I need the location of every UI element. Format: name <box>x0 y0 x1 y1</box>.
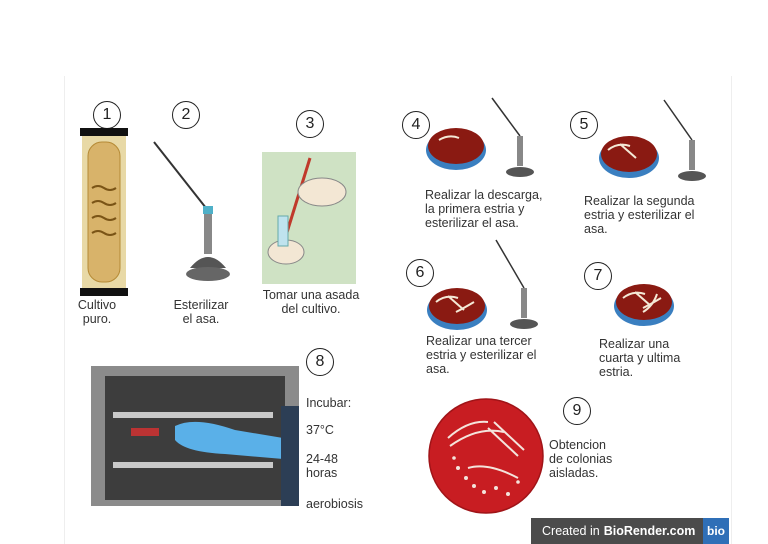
biorender-badge[interactable]: Created in BioRender.com bio <box>531 518 729 544</box>
incubation-step-label: Incubar: <box>306 396 376 410</box>
plate-7-icon <box>613 276 675 328</box>
incubation-temperature: 37°C <box>306 423 376 437</box>
plate-6-icon <box>426 280 488 332</box>
step-8-number: 8 <box>306 348 334 376</box>
biorender-logo-icon: bio <box>703 518 729 544</box>
step-3-number: 3 <box>296 110 324 138</box>
burner-6-icon <box>494 238 540 334</box>
burner-4-icon <box>490 96 536 182</box>
incubator-icon <box>91 366 299 506</box>
step-5-number: 5 <box>570 111 598 139</box>
badge-brand: BioRender.com <box>604 524 696 538</box>
step-1-number: 1 <box>93 101 121 129</box>
hands-loop-icon <box>262 152 356 284</box>
badge-prefix: Created in <box>542 524 600 538</box>
loop-burner-icon <box>150 138 240 288</box>
plate-5-icon <box>598 128 660 180</box>
isolated-colonies-plate-icon <box>428 398 544 514</box>
culture-tube-icon <box>80 128 128 296</box>
step-9-number: 9 <box>563 397 591 425</box>
step-7-number: 7 <box>584 262 612 290</box>
plate-4-icon <box>425 120 487 172</box>
burner-5-icon <box>662 98 708 186</box>
step-2-number: 2 <box>172 101 200 129</box>
incubation-atmosphere: aerobiosis <box>306 497 376 511</box>
step-4-caption: Realizar la descarga,la primera estria y… <box>425 188 565 230</box>
